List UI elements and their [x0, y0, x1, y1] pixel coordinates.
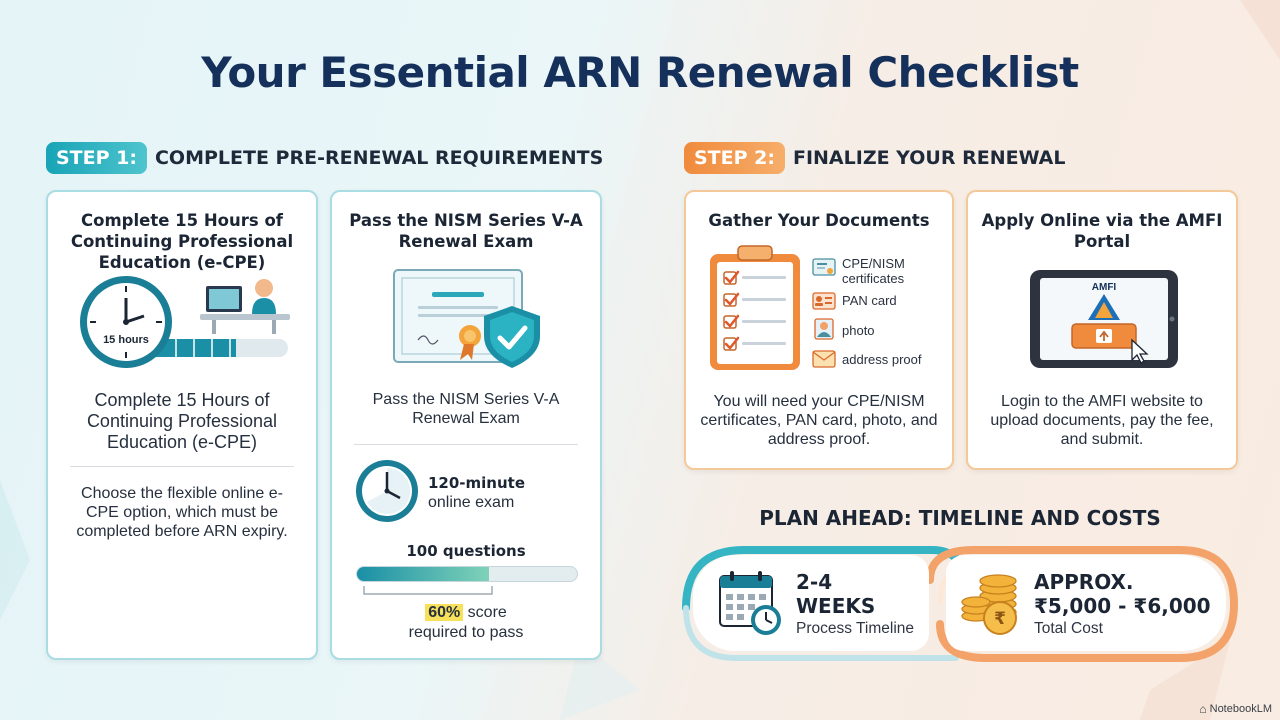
ecpe-card: Complete 15 Hours of Continuing Professi…: [46, 190, 318, 660]
documents-card-body: You will need your CPE/NISM certificates…: [700, 393, 938, 448]
apply-card-body: Login to the AMFI website to upload docu…: [990, 393, 1214, 448]
id-card-icon: [812, 292, 836, 310]
step2-header: STEP 2: FINALIZE YOUR RENEWAL: [684, 142, 1066, 174]
ecpe-divider: [70, 466, 294, 467]
clock-hours-label: 15 hours: [103, 334, 149, 346]
certificate-shield-icon: [393, 269, 540, 368]
documents-card: Gather Your Documents CPE/NISM certifica…: [684, 190, 954, 470]
timer-icon: [356, 460, 418, 522]
photo-icon: [814, 318, 834, 340]
timeline-value-line2: WEEKS: [796, 594, 876, 618]
ecpe-card-body: Choose the flexible online e-CPE option,…: [76, 485, 288, 540]
envelope-icon: [812, 350, 836, 368]
nism-divider: [354, 444, 578, 445]
ecpe-card-title: Complete 15 Hours of Continuing Professi…: [70, 211, 294, 272]
step1-badge: STEP 1:: [46, 142, 147, 174]
apply-card-title: Apply Online via the AMFI Portal: [981, 211, 1223, 251]
doc-item-pan-card: PAN card: [842, 293, 897, 308]
amfi-screen-label: AMFI: [1091, 282, 1117, 293]
timeline-value-line1: 2-4: [796, 570, 833, 594]
ecpe-card-subtitle: Complete 15 Hours of Continuing Professi…: [86, 390, 278, 452]
plan-ahead-title: PLAN AHEAD: TIMELINE AND COSTS: [759, 506, 1161, 530]
score-progress-fill: [357, 567, 489, 581]
page-title: Your Essential ARN Renewal Checklist: [201, 48, 1079, 97]
score-progress-bar: [356, 566, 578, 582]
nism-card-subtitle: Pass the NISM Series V-A Renewal Exam: [372, 391, 560, 427]
cost-value-line1: APPROX.: [1034, 570, 1134, 594]
notebooklm-icon: ⌂: [1199, 702, 1207, 716]
calendar-clock-icon: [719, 571, 781, 635]
coins-rupee-icon: ₹: [961, 574, 1017, 635]
doc-item-certificates: CPE/NISM certificates: [842, 256, 905, 286]
clipboard-checklist-icon: [710, 245, 800, 370]
svg-text:₹: ₹: [994, 609, 1006, 629]
nism-exam-card: Pass the NISM Series V-A Renewal Exam Pa…: [330, 190, 602, 660]
score-bracket: [363, 586, 493, 595]
score-word: score: [467, 604, 507, 621]
notebooklm-logo: ⌂ NotebookLM: [1199, 702, 1272, 716]
step2-heading: FINALIZE YOUR RENEWAL: [792, 147, 1066, 169]
step1-header: STEP 1: COMPLETE PRE-RENEWAL REQUIREMENT…: [46, 142, 603, 174]
score-line2: required to pass: [408, 624, 524, 641]
nism-card-title: Pass the NISM Series V-A Renewal Exam: [349, 211, 583, 251]
exam-duration-rest: online exam: [428, 494, 515, 511]
step2-badge: STEP 2:: [684, 142, 785, 174]
notebooklm-brand: NotebookLM: [1209, 703, 1272, 715]
timeline-label: Process Timeline: [796, 620, 915, 637]
exam-questions: 100 questions: [406, 542, 526, 560]
step1-heading: COMPLETE PRE-RENEWAL REQUIREMENTS: [154, 147, 604, 169]
score-percent: 60%: [425, 604, 464, 621]
apply-online-card: Apply Online via the AMFI Portal AMFI Lo…: [966, 190, 1238, 470]
clock-computer-icon: [80, 276, 290, 368]
cost-value-line2: ₹5,000 - ₹6,000: [1034, 594, 1211, 618]
doc-item-photo: photo: [842, 323, 875, 338]
exam-duration-bold: 120-minute: [428, 474, 526, 492]
tablet-portal-icon: [1030, 270, 1178, 368]
score-line1: 60% score: [332, 604, 600, 622]
documents-card-title: Gather Your Documents: [708, 211, 930, 230]
cost-label: Total Cost: [1034, 620, 1103, 637]
certificate-icon: [812, 258, 836, 276]
doc-item-address-proof: address proof: [842, 352, 922, 367]
